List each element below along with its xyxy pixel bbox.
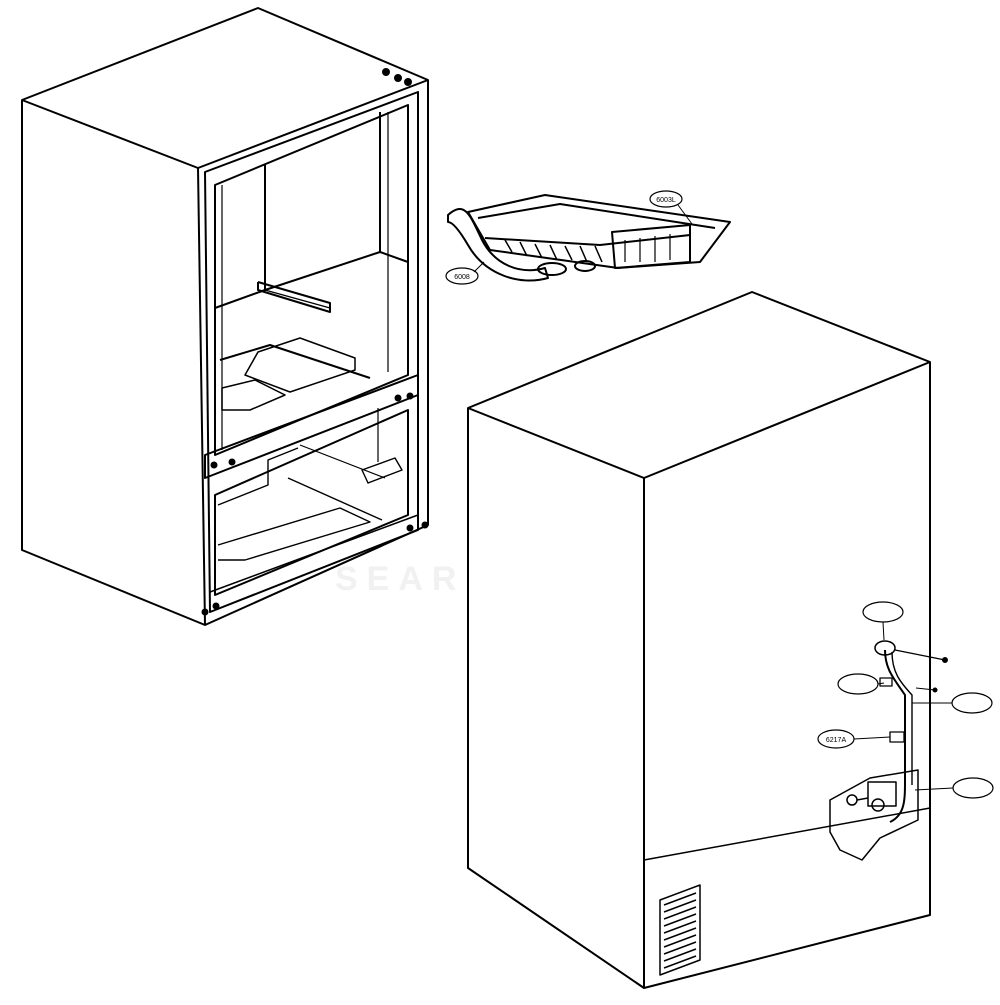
rear-vent-grille <box>659 884 701 976</box>
callout-label: 6003L <box>656 197 676 204</box>
water-line-tube <box>884 649 906 823</box>
cabinet-screws <box>201 68 429 616</box>
front-frame <box>204 91 419 613</box>
mullion <box>204 374 419 479</box>
callout-label: 6217A <box>826 737 847 744</box>
ice-maker-tray <box>467 194 731 269</box>
water-valve <box>846 781 897 812</box>
callout-label: 6008 <box>454 274 470 281</box>
callout-water-tube: 6217A <box>817 729 891 749</box>
ice-maker-assembly <box>447 194 731 282</box>
callout-blank-left <box>837 673 885 695</box>
back-cabinet-outline <box>467 291 931 989</box>
water-line-fitting <box>874 640 948 663</box>
ice-maker-fingers <box>504 239 603 263</box>
ice-maker-bracket <box>447 208 549 282</box>
callout-blank-top <box>862 601 904 641</box>
callout-blank-right-upper <box>912 692 993 714</box>
shelf-rail <box>257 281 331 313</box>
callout-ice-maker-part: 6003L <box>649 190 693 225</box>
cabinet-back-view <box>467 291 948 989</box>
callout-blank-right-lower <box>914 777 994 799</box>
freezer-opening <box>214 409 409 596</box>
callout-ice-maker-bracket: 6008 <box>445 261 485 285</box>
water-valve-panel <box>829 769 919 861</box>
tube-clamp-upper <box>879 677 893 687</box>
ice-maker-control-box <box>611 224 691 269</box>
open-cabinet <box>21 7 429 626</box>
